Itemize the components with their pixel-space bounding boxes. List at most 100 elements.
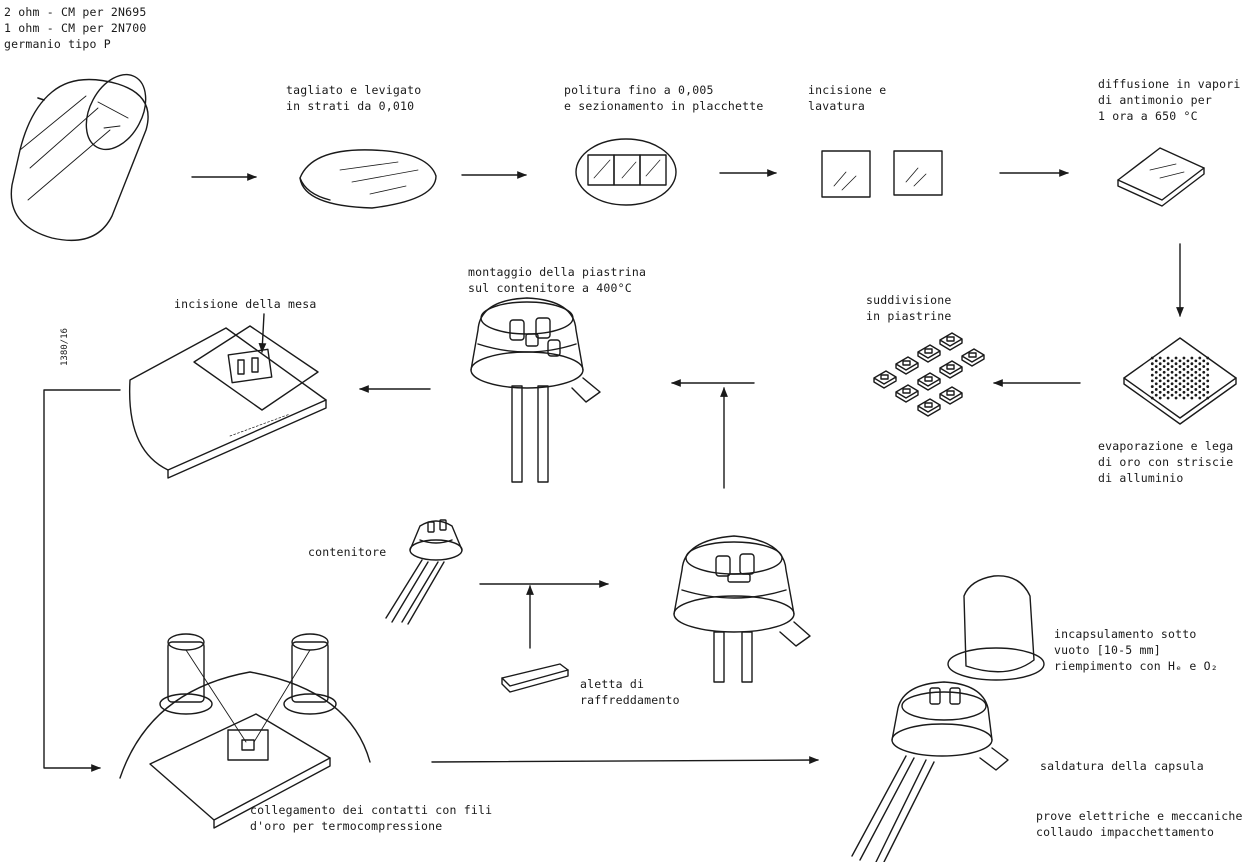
polish-line-1: politura fino a 0,005 <box>564 82 763 98</box>
evaporation-dot <box>1187 377 1190 380</box>
diffused-plate <box>1118 148 1204 206</box>
evaporation-dot <box>1167 368 1170 371</box>
container <box>386 520 462 624</box>
evaporation-dot <box>1151 385 1154 388</box>
testing-line-2: collaudo impacchettamento <box>1036 824 1243 840</box>
evaporation-dot <box>1179 377 1182 380</box>
diffusion-label: diffusione in vapori di antimonio per 1 … <box>1098 76 1240 124</box>
evaporation-dot <box>1155 377 1158 380</box>
evaporation-dot <box>1202 371 1205 374</box>
evaporation-dot <box>1155 382 1158 385</box>
cut-line-2: in strati da 0,010 <box>286 98 421 114</box>
evaporation-line-2: di oro con striscie <box>1098 454 1233 470</box>
evaporation-dot <box>1190 391 1193 394</box>
evaporation-dot <box>1198 391 1201 394</box>
evaporation-dot <box>1159 374 1162 377</box>
subdivision-line-2: in piastrine <box>866 308 951 324</box>
evaporation-dot <box>1171 394 1174 397</box>
heatsink-line-1: aletta di <box>580 676 680 692</box>
evaporation-dot <box>1171 359 1174 362</box>
evaporation-dot <box>1198 368 1201 371</box>
evaporation-dot <box>1171 382 1174 385</box>
arrow-12 <box>44 390 120 768</box>
polish-line-2: e sezionamento in placchette <box>564 98 763 114</box>
bonding-line-1: collegamento dei contatti con fili <box>250 802 492 818</box>
etched-chips <box>822 151 942 197</box>
etch-label: incisione e lavatura <box>808 82 886 114</box>
bonding-label: collegamento dei contatti con fili d'oro… <box>250 802 492 834</box>
header-with-heatsink <box>674 536 810 682</box>
evaporation-dot <box>1171 365 1174 368</box>
evaporation-dot <box>1194 371 1197 374</box>
chip-contact <box>947 391 954 395</box>
evaporation-dot <box>1163 388 1166 391</box>
evaporation-dot <box>1179 394 1182 397</box>
evaporation-dot <box>1206 368 1209 371</box>
chip-contact <box>903 389 910 393</box>
evaporation-dot <box>1159 357 1162 360</box>
welding-label: saldatura della capsula <box>1040 758 1204 774</box>
heatsink-label: aletta di raffreddamento <box>580 676 680 708</box>
evaporation-dot <box>1175 362 1178 365</box>
evaporation-dot <box>1179 365 1182 368</box>
testing-label: prove elettriche e meccaniche collaudo i… <box>1036 808 1243 840</box>
source-line-1: 2 ohm - CM per 2N695 <box>4 4 146 20</box>
evaporation-dot <box>1183 397 1186 400</box>
chip-contact <box>925 403 932 407</box>
evaporation-dot <box>1179 371 1182 374</box>
evaporation-dot <box>1155 365 1158 368</box>
bonding-line-2: d'oro per termocompressione <box>250 818 492 834</box>
evaporation-dot <box>1198 362 1201 365</box>
heatsink-line-2: raffreddamento <box>580 692 680 708</box>
chip-contact <box>925 349 932 353</box>
evaporation-dot <box>1159 362 1162 365</box>
cut-line-1: tagliato e levigato <box>286 82 421 98</box>
evaporation-dot <box>1167 374 1170 377</box>
evaporation-dot <box>1194 394 1197 397</box>
evaporation-dot <box>1175 397 1178 400</box>
figure-code: 1380/16 <box>60 328 70 366</box>
evaporation-dot <box>1183 391 1186 394</box>
evaporation-dot <box>1190 374 1193 377</box>
evaporation-dot <box>1194 365 1197 368</box>
evaporation-line-1: evaporazione e lega <box>1098 438 1233 454</box>
evaporation-dot <box>1202 359 1205 362</box>
evaporation-dot <box>1194 359 1197 362</box>
source-line-2: 1 ohm - CM per 2N700 <box>4 20 146 36</box>
evaporation-dot <box>1155 371 1158 374</box>
evaporation-dot <box>1163 359 1166 362</box>
evaporation-dot <box>1190 397 1193 400</box>
source-line-3: germanio tipo P <box>4 36 146 52</box>
evaporation-dot <box>1159 391 1162 394</box>
evaporation-dot <box>1179 359 1182 362</box>
evaporated-plate <box>1124 338 1236 424</box>
diffusion-line-1: diffusione in vapori <box>1098 76 1240 92</box>
evaporation-dot <box>1151 362 1154 365</box>
testing-line-1: prove elettriche e meccaniche <box>1036 808 1243 824</box>
encapsulation-label: incapsulamento sotto vuoto [10-5 mm] rie… <box>1054 626 1218 674</box>
evaporation-dot <box>1187 365 1190 368</box>
evaporation-dot <box>1175 379 1178 382</box>
evaporation-dot <box>1194 388 1197 391</box>
evaporation-dot <box>1151 357 1154 360</box>
chip-contact <box>903 361 910 365</box>
bonding-station <box>120 634 370 828</box>
etch-line-1: incisione e <box>808 82 886 98</box>
mounting-line-1: montaggio della piastrina <box>468 264 646 280</box>
evaporation-dot <box>1167 362 1170 365</box>
evaporation-dot <box>1187 394 1190 397</box>
evaporation-dot <box>1167 379 1170 382</box>
mesa-line-1: incisione della mesa <box>174 296 316 312</box>
evaporation-dot <box>1159 397 1162 400</box>
container-line-1: contenitore <box>308 544 386 560</box>
evaporation-dot <box>1159 368 1162 371</box>
container-label: contenitore <box>308 544 386 560</box>
evaporation-dot <box>1190 385 1193 388</box>
subdivision-label: suddivisione in piastrine <box>866 292 951 324</box>
heatsink-tab <box>502 664 568 692</box>
evaporation-dot <box>1167 391 1170 394</box>
evaporation-dot <box>1183 385 1186 388</box>
evaporation-dot <box>1194 377 1197 380</box>
chip-contact <box>947 365 954 369</box>
